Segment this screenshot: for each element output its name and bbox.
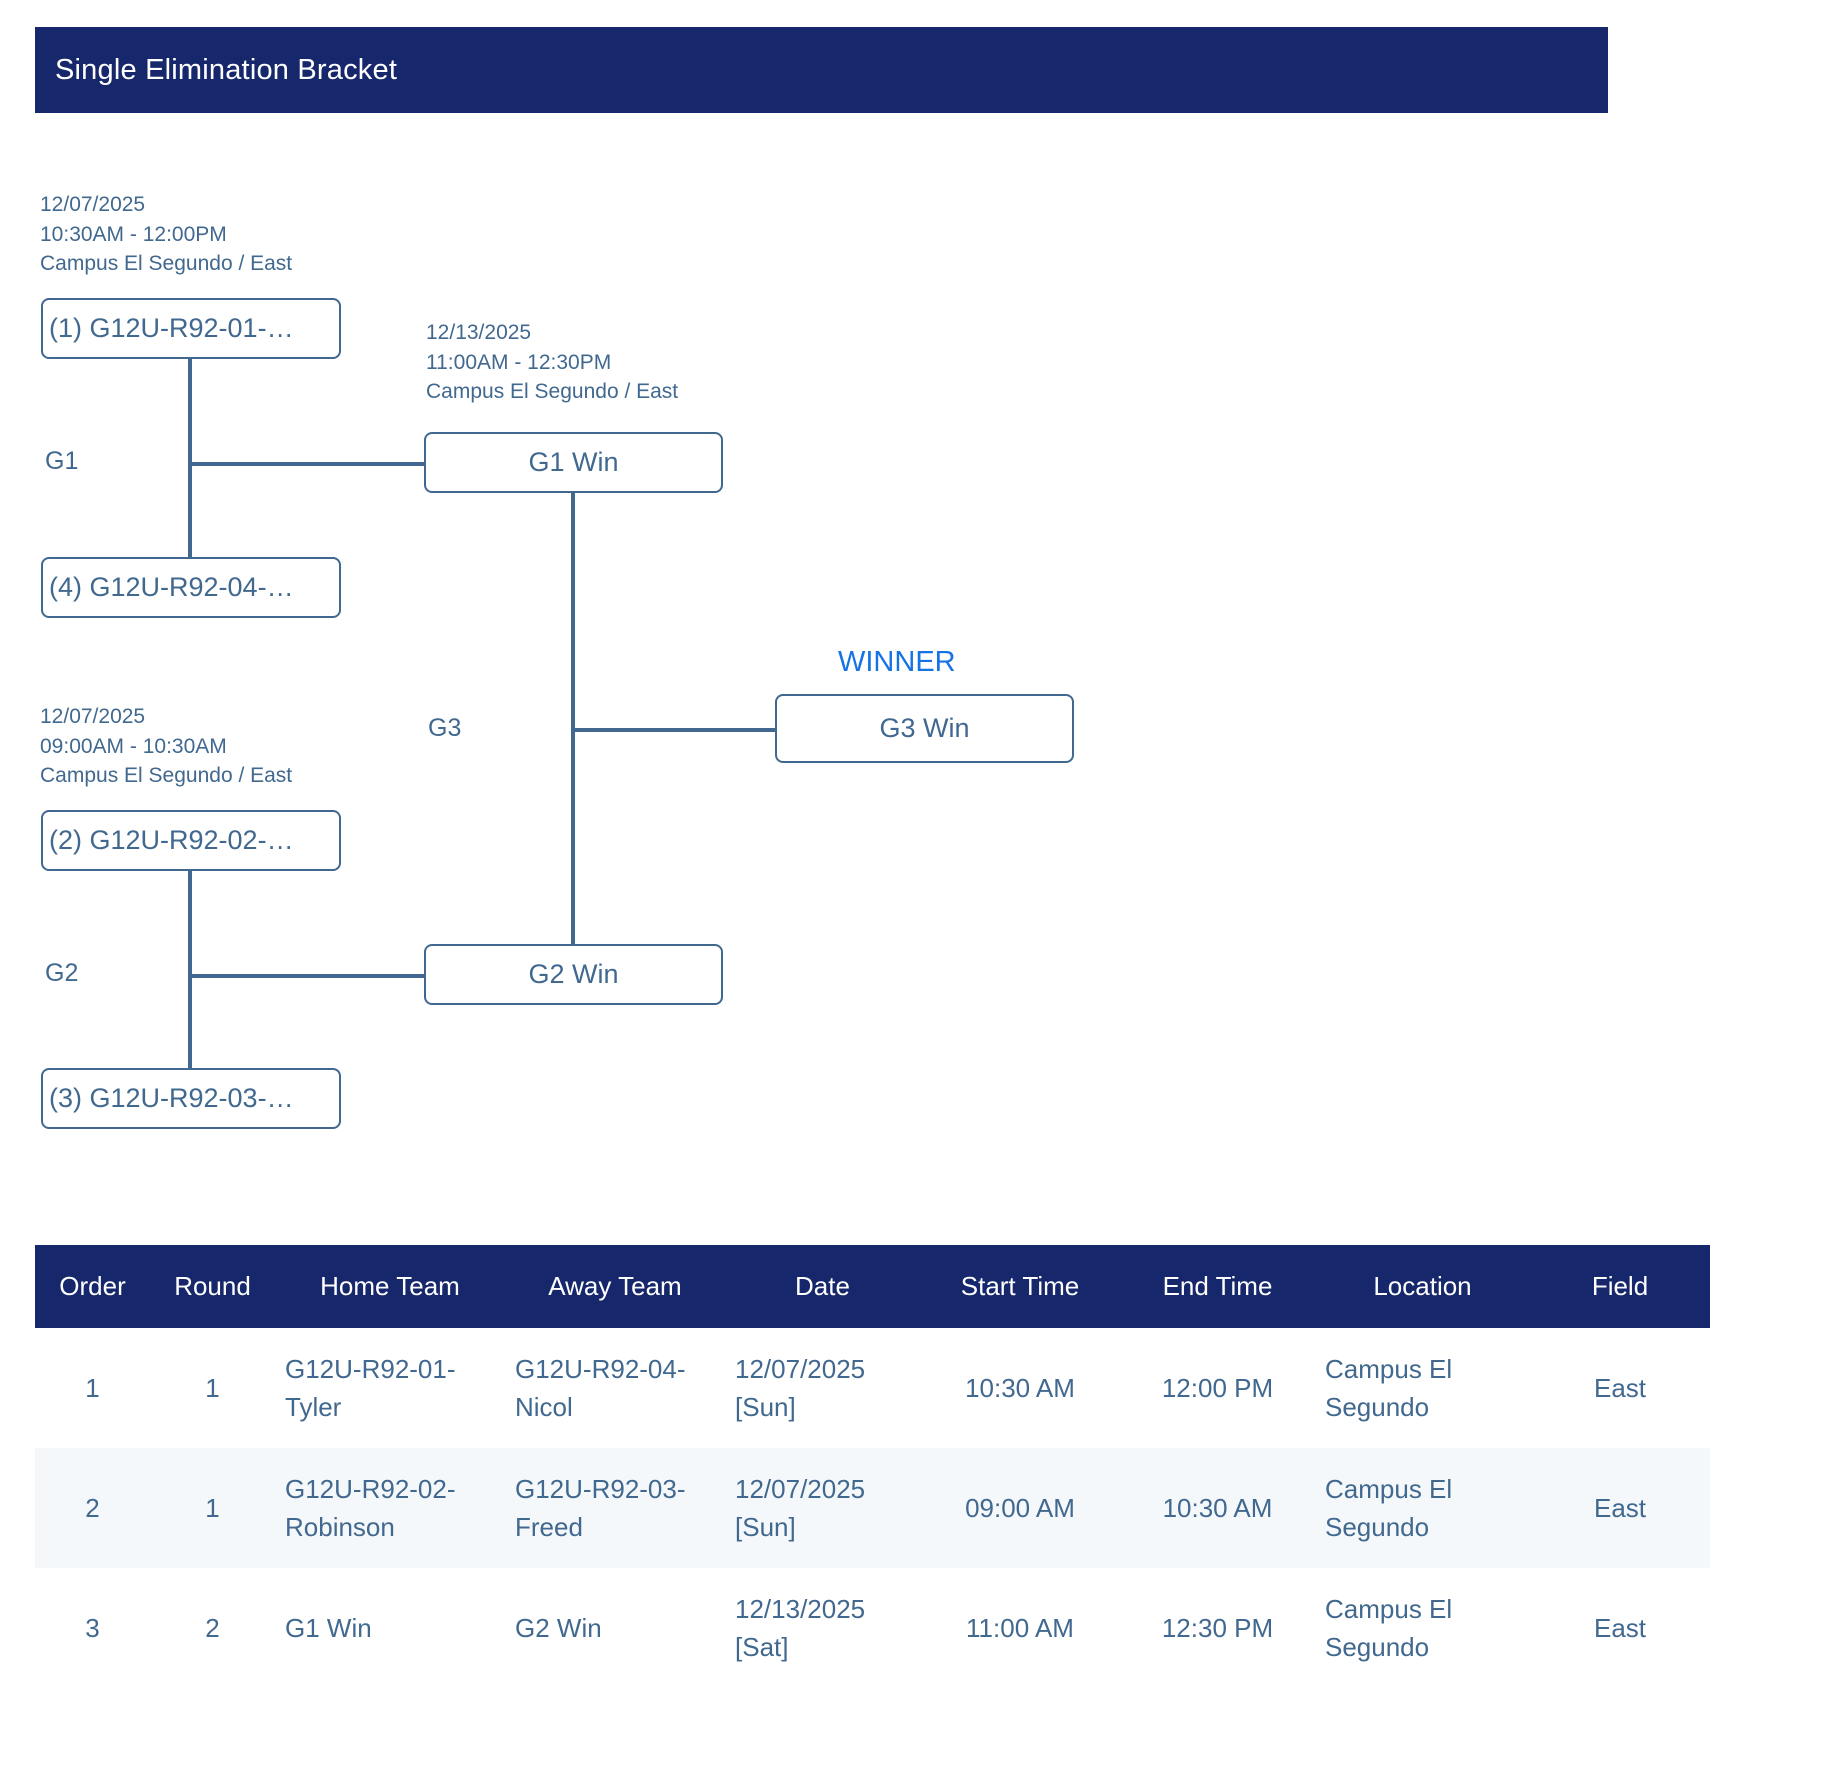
cell-location: Campus El Segundo <box>1325 1354 1453 1422</box>
connector-g3-vertical <box>571 493 575 944</box>
connector-g3-horizontal <box>571 728 776 732</box>
column-header-home-team[interactable]: Home Team <box>275 1245 505 1328</box>
page-title-bar: Single Elimination Bracket <box>35 27 1608 113</box>
cell-round: 1 <box>205 1373 220 1403</box>
cell-date: 12/07/2025 [Sun] <box>735 1474 866 1542</box>
cell-start-time: 11:00 AM <box>966 1613 1074 1643</box>
schedule-header-row: Order Round Home Team Away Team Date Sta… <box>35 1245 1710 1328</box>
cell-round: 1 <box>205 1493 220 1523</box>
column-header-date[interactable]: Date <box>725 1245 920 1328</box>
match-time-g3: 11:00AM - 12:30PM <box>426 350 612 374</box>
bracket-diagram: 12/07/2025 10:30AM - 12:00PM Campus El S… <box>40 190 1074 1129</box>
match-label-g1: G1 <box>45 447 79 475</box>
cell-start-time: 10:30 AM <box>965 1373 1075 1403</box>
match-meta-g1: 12/07/2025 10:30AM - 12:00PM Campus El S… <box>40 190 292 279</box>
column-header-away-team[interactable]: Away Team <box>505 1245 725 1328</box>
team-box-seed-2[interactable]: (2) G12U-R92-02-… <box>41 810 341 871</box>
team-label-seed-4: (4) G12U-R92-04-… <box>49 572 294 602</box>
team-label-g1-win: G1 Win <box>528 447 619 477</box>
schedule-table: Order Round Home Team Away Team Date Sta… <box>35 1245 1710 1688</box>
cell-away-team: G2 Win <box>515 1613 602 1643</box>
cell-date: 12/13/2025 [Sat] <box>735 1594 866 1662</box>
team-box-g2-win[interactable]: G2 Win <box>424 944 723 1005</box>
schedule-table-head: Order Round Home Team Away Team Date Sta… <box>35 1245 1710 1328</box>
cell-end-time: 12:00 PM <box>1161 1373 1274 1403</box>
column-header-field[interactable]: Field <box>1530 1245 1710 1328</box>
match-location-g1: Campus El Segundo / East <box>40 252 293 275</box>
match-label-g3: G3 <box>428 714 462 742</box>
cell-home-team: G12U-R92-02-Robinson <box>285 1474 456 1542</box>
cell-location: Campus El Segundo <box>1325 1594 1453 1662</box>
schedule-table-body: 1 1 G12U-R92-01-Tyler G12U-R92-04-Nicol … <box>35 1328 1710 1688</box>
match-time-g2: 09:00AM - 10:30AM <box>40 734 227 758</box>
match-time-g1: 10:30AM - 12:00PM <box>40 222 227 246</box>
column-header-round[interactable]: Round <box>150 1245 275 1328</box>
cell-date: 12/07/2025 [Sun] <box>735 1354 866 1422</box>
match-date-g2: 12/07/2025 <box>40 705 146 728</box>
cell-away-team: G12U-R92-03-Freed <box>515 1474 686 1542</box>
match-meta-g3: 12/13/2025 11:00AM - 12:30PM Campus El S… <box>426 318 678 407</box>
team-box-g1-win[interactable]: G1 Win <box>424 432 723 493</box>
column-header-start-time[interactable]: Start Time <box>920 1245 1120 1328</box>
team-box-seed-4[interactable]: (4) G12U-R92-04-… <box>41 557 341 618</box>
team-label-winner: G3 Win <box>879 713 970 743</box>
column-header-end-time[interactable]: End Time <box>1120 1245 1315 1328</box>
cell-field: East <box>1593 1613 1647 1643</box>
team-label-seed-3: (3) G12U-R92-03-… <box>49 1083 294 1113</box>
cell-order: 1 <box>85 1373 100 1403</box>
cell-order: 2 <box>85 1493 100 1523</box>
match-date-g3: 12/13/2025 <box>426 321 532 344</box>
connector-g2-vertical <box>188 871 192 1069</box>
cell-order: 3 <box>85 1613 100 1643</box>
match-location-g2: Campus El Segundo / East <box>40 764 293 787</box>
cell-home-team: G12U-R92-01-Tyler <box>285 1354 456 1422</box>
cell-location: Campus El Segundo <box>1325 1474 1453 1542</box>
cell-round: 2 <box>205 1613 220 1643</box>
cell-away-team: G12U-R92-04-Nicol <box>515 1354 686 1422</box>
cell-end-time: 10:30 AM <box>1162 1493 1273 1523</box>
table-row[interactable]: 1 1 G12U-R92-01-Tyler G12U-R92-04-Nicol … <box>35 1328 1710 1448</box>
connector-g2-horizontal <box>188 974 424 978</box>
cell-field: East <box>1593 1373 1647 1403</box>
match-meta-g2: 12/07/2025 09:00AM - 10:30AM Campus El S… <box>40 702 292 791</box>
match-date-g1: 12/07/2025 <box>40 193 146 216</box>
column-header-order[interactable]: Order <box>35 1245 150 1328</box>
connector-g1-horizontal <box>188 462 424 466</box>
cell-end-time: 12:30 PM <box>1161 1613 1274 1643</box>
match-location-g3: Campus El Segundo / East <box>426 380 679 403</box>
team-box-seed-1[interactable]: (1) G12U-R92-01-… <box>41 298 341 359</box>
cell-home-team: G1 Win <box>285 1613 372 1643</box>
winner-label: WINNER <box>838 646 956 678</box>
team-label-g2-win: G2 Win <box>528 959 619 989</box>
match-label-g2: G2 <box>45 959 79 987</box>
team-label-seed-1: (1) G12U-R92-01-… <box>49 313 294 343</box>
table-row[interactable]: 2 1 G12U-R92-02-Robinson G12U-R92-03-Fre… <box>35 1448 1710 1568</box>
table-row[interactable]: 3 2 G1 Win G2 Win 12/13/2025 [Sat] 11:00… <box>35 1568 1710 1688</box>
column-header-location[interactable]: Location <box>1315 1245 1530 1328</box>
team-label-seed-2: (2) G12U-R92-02-… <box>49 825 294 855</box>
connector-g1-vertical <box>188 359 192 557</box>
cell-field: East <box>1593 1493 1647 1523</box>
page-title: Single Elimination Bracket <box>55 53 398 86</box>
cell-start-time: 09:00 AM <box>965 1493 1075 1523</box>
team-box-seed-3[interactable]: (3) G12U-R92-03-… <box>41 1068 341 1129</box>
team-box-winner[interactable]: G3 Win <box>775 694 1074 763</box>
